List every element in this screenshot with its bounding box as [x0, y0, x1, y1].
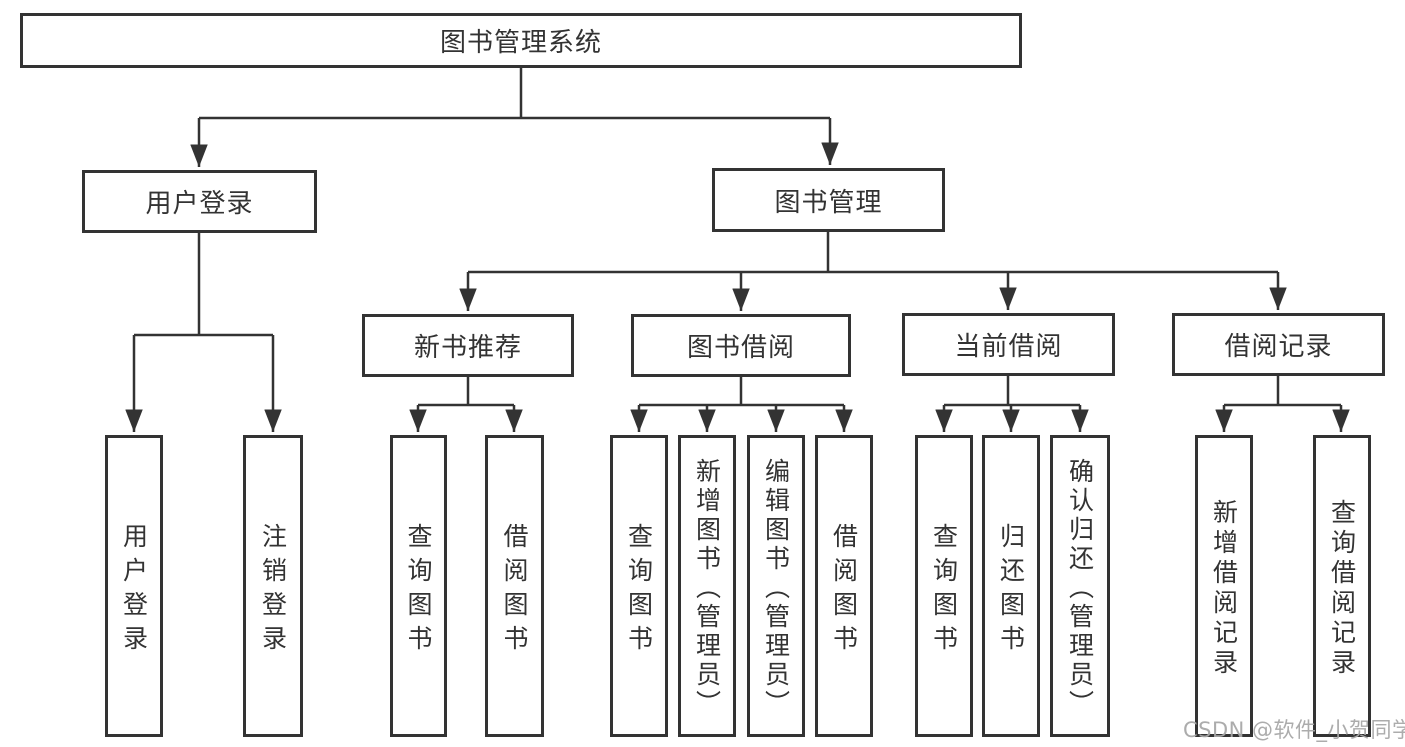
- node-book-borrowing: 图书借阅: [631, 314, 851, 377]
- leaf-confirm-return-admin: 确认归还（管理员）: [1050, 435, 1110, 737]
- leaf-user-login: 用户登录: [105, 435, 163, 737]
- node-label: 查询图书: [404, 522, 433, 659]
- node-label: 图书借阅: [686, 333, 795, 363]
- node-label: 借阅记录: [1224, 332, 1333, 362]
- node-user-login-branch: 用户登录: [82, 170, 317, 233]
- leaf-borrow-books-1: 借阅图书: [485, 435, 544, 737]
- node-label: 归还图书: [996, 522, 1026, 659]
- csdn-watermark: CSDN @软件_小贺同学: [1183, 718, 1405, 742]
- leaf-add-borrow-record: 新增借阅记录: [1195, 435, 1253, 737]
- node-label: 新书推荐: [413, 333, 522, 363]
- node-root-system: 图书管理系统: [20, 13, 1022, 68]
- node-label: 查询图书: [929, 522, 959, 659]
- node-current-borrowing: 当前借阅: [902, 313, 1115, 376]
- node-label: 图书管理: [774, 187, 883, 218]
- node-book-management-branch: 图书管理: [712, 168, 945, 232]
- leaf-query-books-2: 查询图书: [610, 435, 668, 737]
- leaf-edit-books-admin: 编辑图书（管理员）: [747, 435, 805, 737]
- leaf-add-books-admin: 新增图书（管理员）: [678, 435, 736, 737]
- node-label: 新增图书（管理员）: [692, 457, 722, 719]
- node-label: 用户登录: [119, 522, 149, 659]
- node-label: 当前借阅: [954, 332, 1063, 362]
- node-label: 图书管理系统: [439, 28, 602, 58]
- leaf-borrow-books-2: 借阅图书: [815, 435, 873, 737]
- node-label: 查询借阅记录: [1327, 498, 1357, 679]
- node-label: 确认归还（管理员）: [1065, 457, 1095, 719]
- leaf-query-books-3: 查询图书: [915, 435, 973, 737]
- node-label: 编辑图书（管理员）: [761, 457, 791, 719]
- node-new-book-recommend: 新书推荐: [362, 314, 574, 377]
- node-label: 借阅图书: [829, 522, 859, 659]
- node-label: 借阅图书: [500, 522, 529, 659]
- node-label: 注销登录: [258, 522, 288, 659]
- node-label: 查询图书: [624, 522, 654, 659]
- leaf-logout: 注销登录: [243, 435, 303, 737]
- node-label: 用户登录: [145, 189, 254, 219]
- leaf-query-borrow-record: 查询借阅记录: [1313, 435, 1371, 737]
- node-label: 新增借阅记录: [1209, 498, 1239, 679]
- leaf-return-books: 归还图书: [982, 435, 1040, 737]
- leaf-query-books-1: 查询图书: [390, 435, 447, 737]
- node-borrowing-records: 借阅记录: [1172, 313, 1385, 376]
